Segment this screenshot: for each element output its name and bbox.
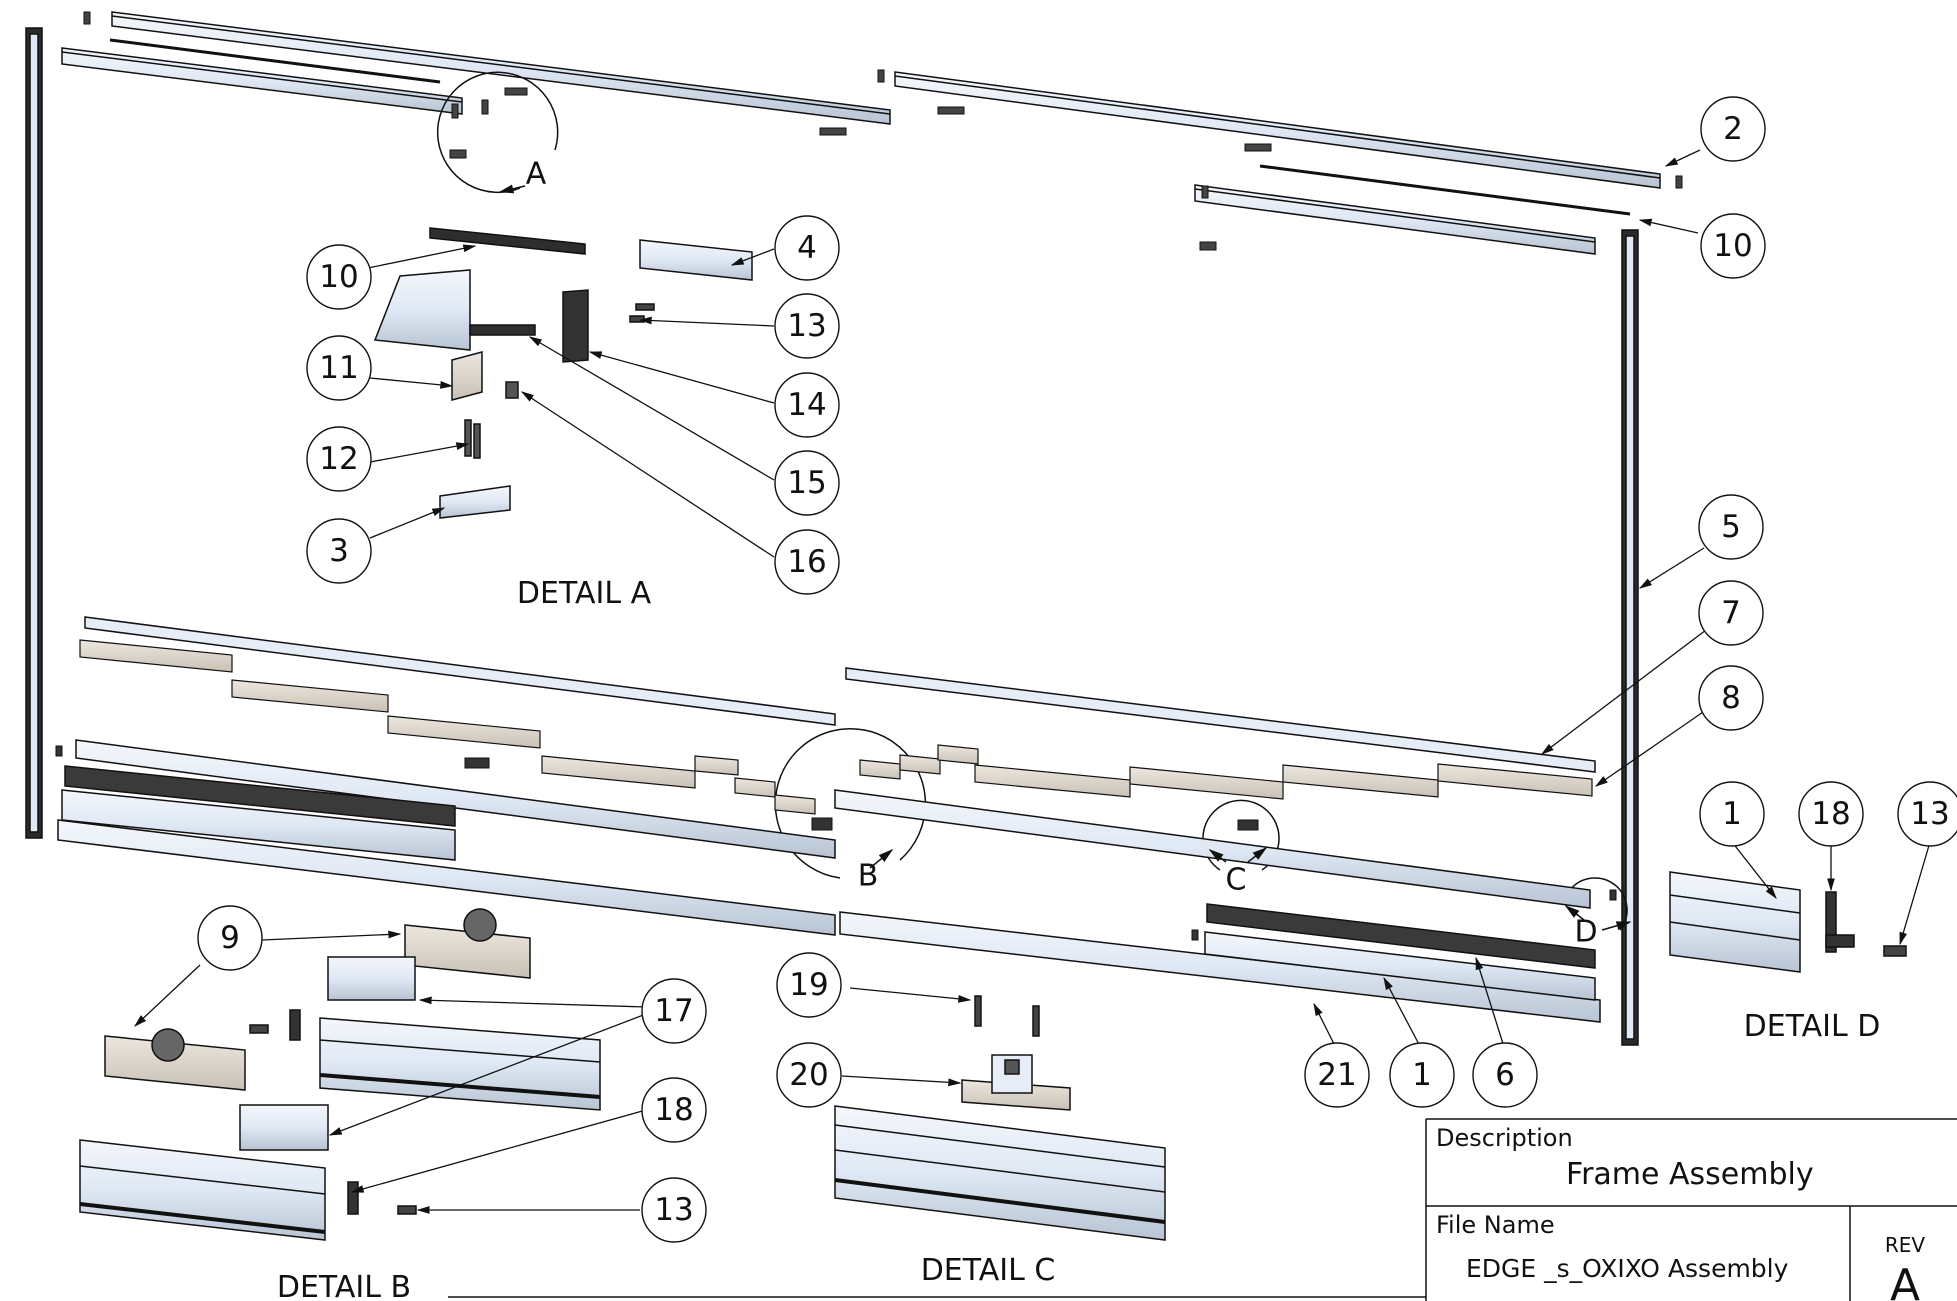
description-value: Frame Assembly [1566,1157,1814,1192]
svg-text:1: 1 [1722,796,1742,832]
balloon: 4 [774,215,840,281]
svg-text:13: 13 [787,308,826,344]
detail-d-parts [1669,871,1907,973]
top-hardware [83,11,1683,251]
balloon: 3 [306,518,372,584]
balloon: 15 [774,450,840,516]
balloon: 14 [774,372,840,438]
svg-text:10: 10 [319,259,358,295]
detail-letter-c: C [1226,863,1247,898]
detail-d-circle [1569,877,1628,931]
svg-text:2: 2 [1723,111,1743,147]
detail-callout-arrows [498,184,1632,931]
lower-tracks [57,616,1601,1023]
middle-hardware [55,745,1617,941]
detail-a-circle [436,71,559,194]
balloon: 6 [1472,1042,1538,1108]
file-name-label: File Name [1436,1211,1555,1239]
svg-text:9: 9 [220,920,240,956]
balloon: 10 [1700,213,1766,279]
detail-c-title: DETAIL C [921,1253,1056,1288]
balloon: 18 [641,1077,707,1143]
svg-text:4: 4 [797,230,817,266]
svg-text:7: 7 [1721,595,1741,631]
top-right-header-rail [894,71,1661,255]
detail-letter-a: A [526,157,547,192]
description-label: Description [1436,1124,1573,1152]
svg-text:1: 1 [1412,1057,1432,1093]
svg-text:18: 18 [654,1092,693,1128]
balloon: 17 [641,978,707,1044]
svg-text:16: 16 [787,544,826,580]
balloon: 7 [1698,580,1764,646]
balloon: 1 [1699,781,1765,847]
svg-text:18: 18 [1811,796,1850,832]
rev-value: A [1890,1260,1920,1301]
svg-text:6: 6 [1495,1057,1515,1093]
balloon: 21 [1304,1042,1370,1108]
balloon: 13 [774,293,840,359]
balloon: 8 [1698,665,1764,731]
svg-text:3: 3 [329,533,349,569]
detail-d-title: DETAIL D [1744,1009,1881,1044]
top-left-header-rail [61,11,891,125]
balloon: 20 [776,1042,842,1108]
detail-a-parts [373,227,753,519]
detail-letter-b: B [858,859,879,894]
svg-text:21: 21 [1317,1057,1356,1093]
balloon: 19 [776,952,842,1018]
svg-text:20: 20 [789,1057,828,1093]
right-jamb [1621,229,1639,1046]
detail-b-title: DETAIL B [277,1270,411,1301]
svg-text:10: 10 [1713,228,1752,264]
balloon: 2 [1700,96,1766,162]
svg-text:14: 14 [787,387,826,423]
svg-text:12: 12 [319,441,358,477]
svg-text:15: 15 [787,465,826,501]
svg-text:13: 13 [654,1192,693,1228]
balloon: 13 [641,1177,707,1243]
balloon: 10 [306,244,372,310]
title-block [1425,1118,1957,1301]
leader-lines [134,149,1931,1214]
svg-text:13: 13 [1910,796,1949,832]
svg-text:8: 8 [1721,680,1741,716]
balloon: 11 [306,335,372,401]
detail-c-parts [834,995,1166,1241]
balloon: 5 [1698,494,1764,560]
detail-a-title: DETAIL A [517,576,652,611]
detail-b-parts [79,908,601,1241]
balloon: 9 [197,905,263,971]
svg-text:5: 5 [1721,509,1741,545]
svg-text:19: 19 [789,967,828,1003]
detail-letter-d: D [1574,915,1597,950]
balloon: 13 [1897,781,1957,847]
balloon: 16 [774,529,840,595]
balloon: 18 [1798,781,1864,847]
svg-text:11: 11 [319,350,358,386]
balloon: 1 [1389,1042,1455,1108]
svg-text:17: 17 [654,993,693,1029]
roller-plates [79,639,1593,815]
rev-label: REV [1885,1233,1926,1257]
balloon: 12 [306,426,372,492]
file-name-value: EDGE _s_OXIXO Assembly [1466,1254,1789,1283]
left-jamb [25,27,43,839]
